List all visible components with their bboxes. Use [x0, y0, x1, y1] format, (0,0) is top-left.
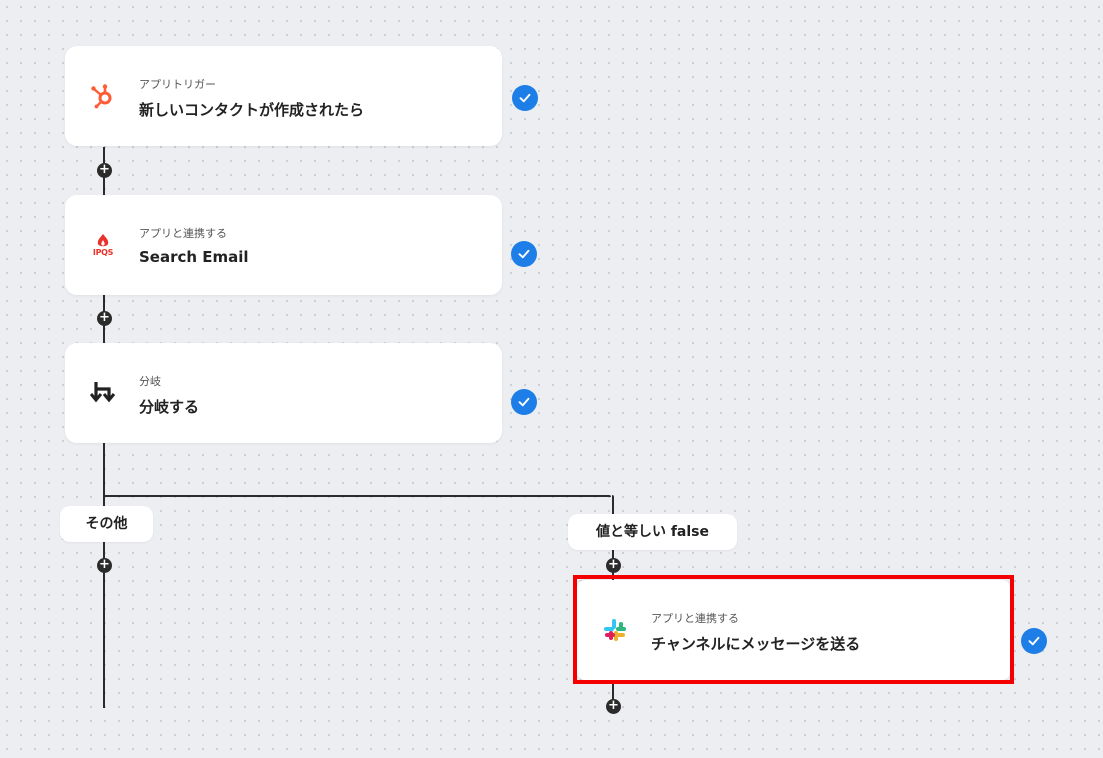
add-step-button[interactable]: +	[606, 699, 621, 714]
slack-icon	[601, 616, 629, 644]
selection-highlight	[573, 575, 1014, 684]
node-title: Search Email	[139, 248, 249, 266]
add-step-button[interactable]: +	[606, 558, 621, 573]
branch-label-other[interactable]: その他	[60, 506, 153, 542]
node-type-label: アプリトリガー	[139, 78, 216, 91]
node-type-label: アプリと連携する	[139, 227, 227, 240]
add-step-button[interactable]: +	[97, 163, 112, 178]
branch-icon	[89, 379, 117, 407]
trigger-node-card[interactable]: アプリトリガー 新しいコンタクトが作成されたら	[65, 46, 502, 146]
check-icon	[511, 241, 537, 267]
node-title: 分岐する	[139, 398, 200, 416]
check-icon	[512, 85, 538, 111]
node-title: チャンネルにメッセージを送る	[651, 635, 861, 653]
slack-node-card[interactable]: アプリと連携する チャンネルにメッセージを送る	[577, 580, 1010, 680]
node-type-label: アプリと連携する	[651, 612, 739, 625]
node-type-label: 分岐	[139, 375, 161, 388]
add-step-button[interactable]: +	[97, 311, 112, 326]
branch-connector-line	[103, 495, 611, 497]
ipqs-icon-text: IPQS	[92, 247, 114, 257]
connector-line	[612, 684, 614, 706]
check-icon	[511, 389, 537, 415]
branch-label-false[interactable]: 値と等しい false	[568, 514, 737, 550]
ipqs-icon: IPQS	[89, 231, 117, 259]
branch-node-card[interactable]: 分岐 分岐する	[65, 343, 502, 443]
node-title: 新しいコンタクトが作成されたら	[139, 101, 365, 119]
connector-line	[103, 443, 105, 708]
action-node-card[interactable]: IPQS アプリと連携する Search Email	[65, 195, 502, 295]
add-step-button[interactable]: +	[97, 558, 112, 573]
check-icon	[1021, 628, 1047, 654]
hubspot-icon	[89, 82, 117, 110]
